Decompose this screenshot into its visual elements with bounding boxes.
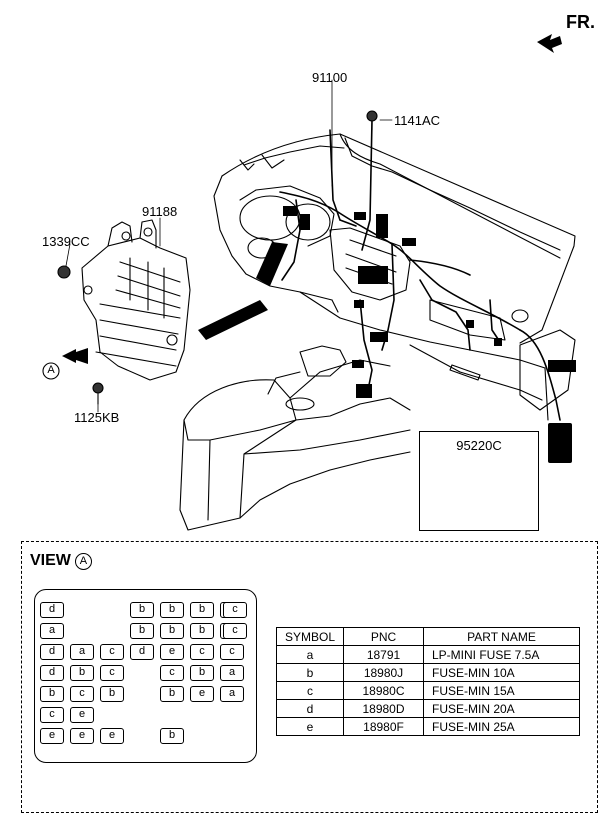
part-name-cell: FUSE-MIN 15A [423,681,580,700]
fuse-slot: e [40,728,64,744]
fuse-slot: d [40,602,64,618]
view-a-marker: A [47,364,55,376]
fuse-slot: b [190,623,214,639]
header-part-name: PART NAME [423,627,580,646]
wiring-harness [279,119,561,421]
duct-strips [198,242,288,340]
fuse-slot: a [220,665,244,681]
pnc-cell: 18980J [343,663,424,682]
fuse-slot: a [40,623,64,639]
fuse-slot: a [220,686,244,702]
part-name-cell: FUSE-MIN 10A [423,663,580,682]
fuse-slot: c [190,644,214,660]
fuse-slot: b [160,623,184,639]
bolt-1141ac [366,110,378,131]
callout-91100: 91100 [312,70,348,85]
relay-part-code: 95220C [456,438,502,453]
symbol-cell: c [276,681,344,700]
front-orientation-label: FR. [566,12,595,32]
fuse-panel: dbbbbabbbbdacdeccdbccbabcbbeaceeeebcc [34,589,257,763]
view-title-marker: A [74,552,92,570]
pnc-cell: 18980C [343,681,424,700]
table-row: a 18791 LP-MINI FUSE 7.5A [276,645,580,664]
junction-block [81,219,191,381]
fuse-slot: b [40,686,64,702]
fuse-slot: b [190,602,214,618]
pnc-cell: 18980F [343,717,424,736]
fuse-slot: c [220,644,244,660]
leader-lines [65,79,393,413]
fuse-slot: b [190,665,214,681]
fuse-slot: c [223,623,247,639]
pnc-cell: 18791 [343,645,424,664]
callout-1125kb: 1125KB [74,410,120,425]
symbol-cell: d [276,699,344,718]
symbol-cell: a [276,645,344,664]
fuse-slot: d [40,644,64,660]
fuse-legend-table: SYMBOL PNC PART NAME a 18791 LP-MINI FUS… [276,627,580,736]
floor-console [179,345,411,531]
fuse-slot: c [100,665,124,681]
dashboard-outline [213,133,576,421]
fuse-slot: c [40,707,64,723]
bolt-1125kb [92,382,104,405]
header-pnc: PNC [343,627,424,646]
part-name-cell: LP-MINI FUSE 7.5A [423,645,580,664]
part-name-cell: FUSE-MIN 20A [423,699,580,718]
table-row: b 18980J FUSE-MIN 10A [276,663,580,682]
table-row: d 18980D FUSE-MIN 20A [276,699,580,718]
fuse-slot: b [100,686,124,702]
harness-connectors [283,206,576,463]
nut-1339cc [57,265,71,279]
fuse-slot: c [100,644,124,660]
part-name-cell: FUSE-MIN 25A [423,717,580,736]
fuse-slot: c [160,665,184,681]
pnc-cell: 18980D [343,699,424,718]
view-a-section: VIEW A dbbbbabbbbdacdeccdbccbabcbbeaceee… [21,541,598,813]
fuse-slot: d [40,665,64,681]
fuse-slot: b [160,686,184,702]
fuse-slot: b [130,623,154,639]
fuse-slot: e [190,686,214,702]
view-title: VIEW A [30,552,92,570]
symbol-cell: b [276,663,344,682]
fuse-slot: d [130,644,154,660]
table-row: c 18980C FUSE-MIN 15A [276,681,580,700]
fuse-slot: c [223,602,247,618]
front-direction-arrow [537,34,562,53]
table-row: e 18980F FUSE-MIN 25A [276,717,580,736]
fuse-slot: b [160,728,184,744]
fuse-slot: e [70,728,94,744]
fuse-slot: a [70,644,94,660]
callout-1339cc: 1339CC [42,234,90,249]
view-a-arrow [42,348,88,380]
header-symbol: SYMBOL [276,627,344,646]
view-title-text: VIEW [30,552,71,569]
fuse-slot: e [70,707,94,723]
fuse-slot: b [130,602,154,618]
fuse-table-header: SYMBOL PNC PART NAME [276,627,580,646]
callout-91188: 91188 [142,204,178,219]
fuse-slot: c [70,686,94,702]
fuse-slot: b [70,665,94,681]
fuse-slot: b [160,602,184,618]
callout-1141ac: 1141AC [394,113,441,128]
symbol-cell: e [276,717,344,736]
fuse-slot: e [100,728,124,744]
relay-callout-box: 95220C [419,431,539,531]
fuse-slot: e [160,644,184,660]
